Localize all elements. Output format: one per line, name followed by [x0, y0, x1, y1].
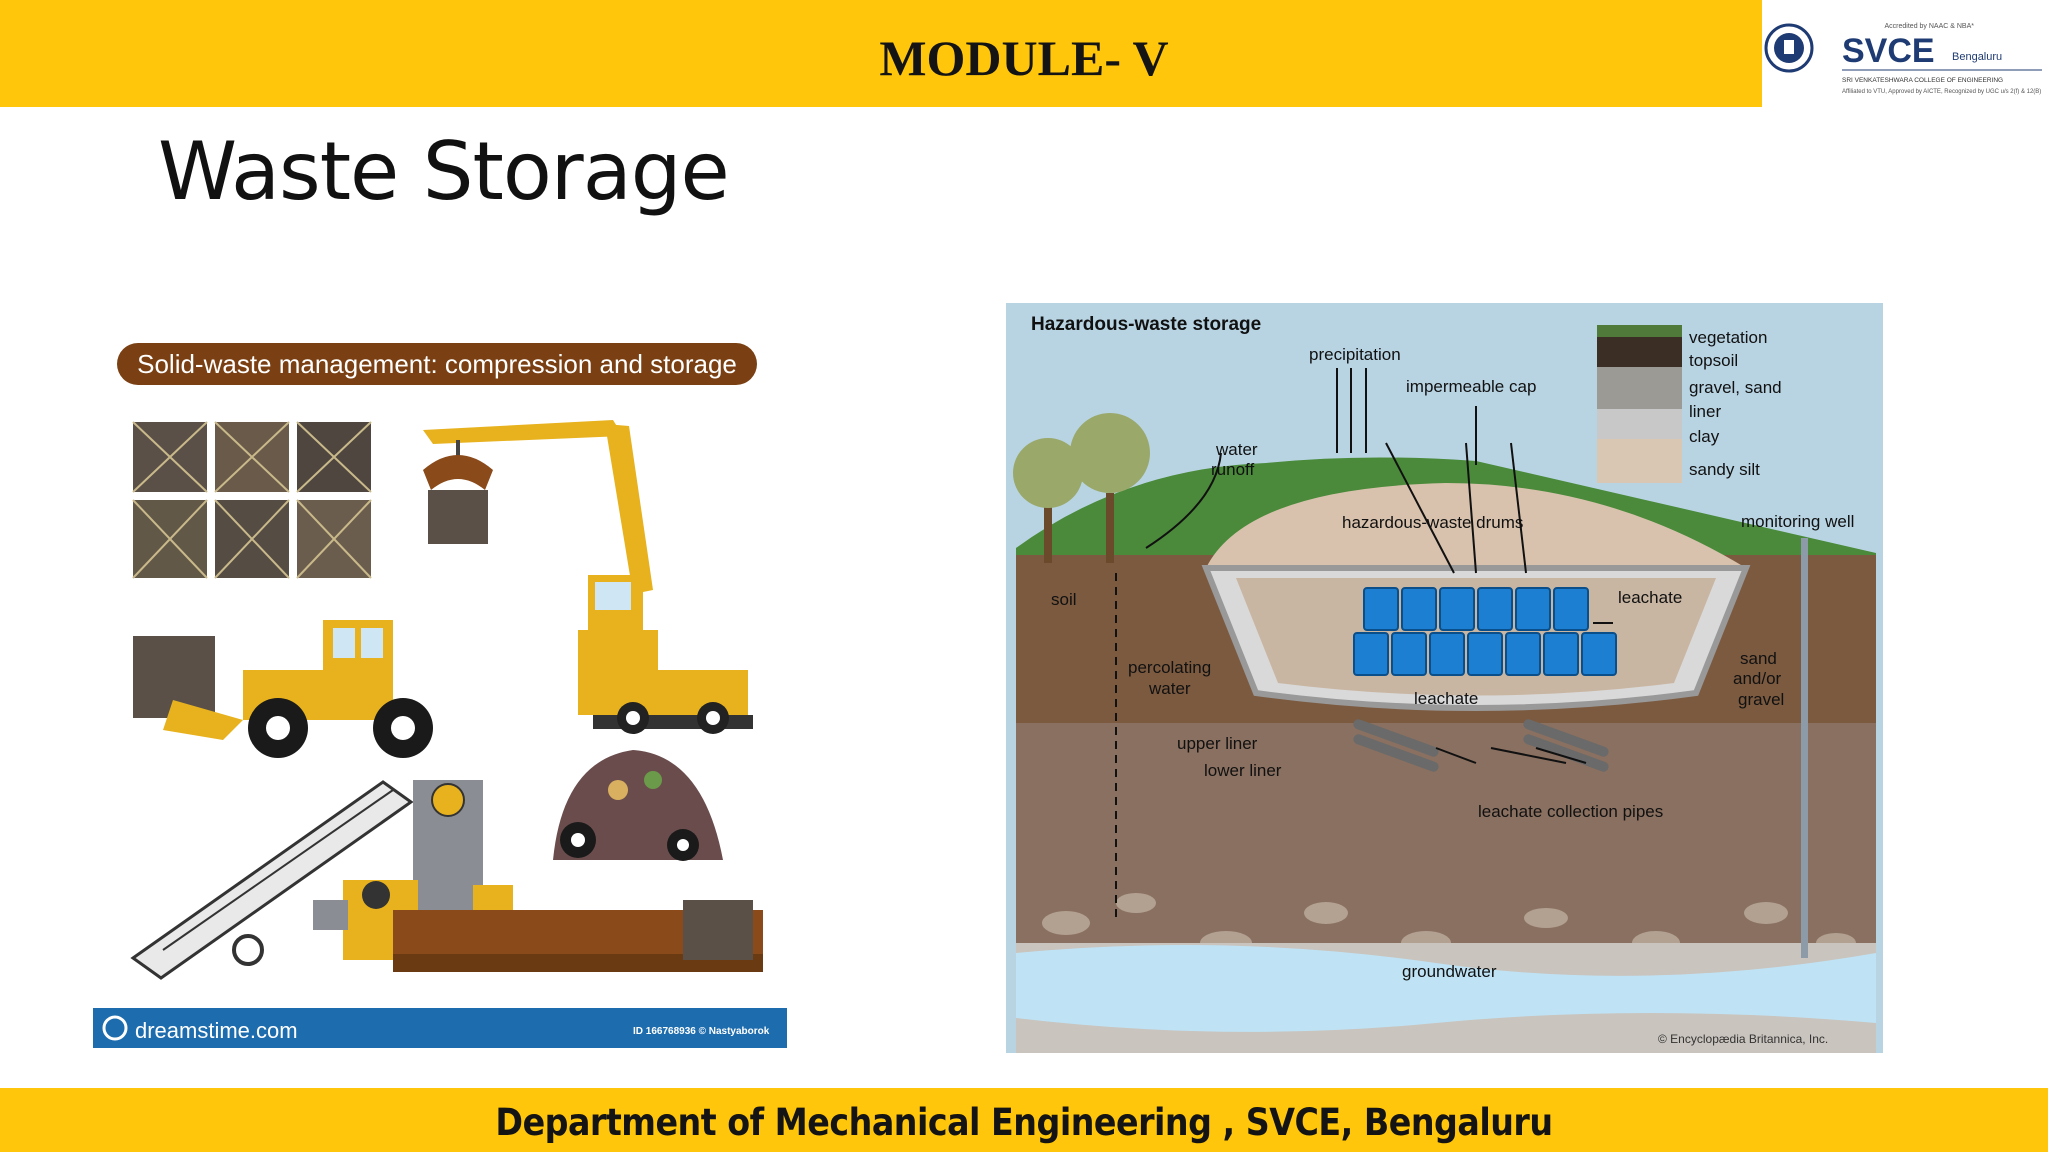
hazardous-waste-storage-diagram: Hazardous-waste storage precipitation im… [1006, 303, 1883, 1053]
college-logo: Accredited by NAAC & NBA* SVCE Bengaluru… [1762, 0, 2048, 107]
compaction-conveyor [130, 780, 763, 980]
label-water-runoff-2: runoff [1211, 460, 1254, 479]
image-id: ID 166768936 © Nastyaborok [633, 1026, 770, 1037]
footer-bar [0, 1088, 2048, 1152]
front-loader [133, 620, 433, 758]
header-bar [0, 0, 1762, 107]
label-sand-2: and/or [1733, 669, 1782, 688]
figure-banner: Solid-waste management: compression and … [137, 349, 737, 379]
label-gravel-sand: gravel, sand [1689, 378, 1782, 397]
label-soil: soil [1051, 590, 1077, 609]
label-lower-liner: lower liner [1204, 761, 1282, 780]
label-hazardous-waste-drums: hazardous-waste drums [1342, 513, 1523, 532]
label-leachate-bottom: leachate [1414, 689, 1478, 708]
label-vegetation: vegetation [1689, 328, 1767, 347]
logo-accreditation: Accredited by NAAC & NBA* [1885, 23, 1975, 30]
waste-heap [553, 750, 723, 861]
label-upper-liner: upper liner [1177, 734, 1258, 753]
trees [1013, 413, 1150, 563]
label-sandy-silt: sandy silt [1689, 460, 1760, 479]
label-monitoring-well: monitoring well [1741, 512, 1854, 531]
footer-text: Department of Mechanical Engineering , S… [495, 1101, 1553, 1144]
waste-bales [132, 421, 372, 579]
diagram-title: Hazardous-waste storage [1031, 314, 1261, 335]
label-sand-3: gravel [1738, 690, 1784, 709]
label-leachate-top: leachate [1618, 588, 1682, 607]
label-percolating-2: water [1148, 679, 1191, 698]
label-groundwater: groundwater [1402, 962, 1497, 981]
label-clay: clay [1689, 427, 1720, 446]
label-water-runoff-1: water [1215, 440, 1258, 459]
logo-brand: SVCE [1842, 32, 1935, 70]
label-percolating-1: percolating [1128, 658, 1211, 677]
logo-city: Bengaluru [1952, 51, 2002, 63]
dreamstime-logo: dreamstime.com [135, 1018, 298, 1043]
label-sand-1: sand [1740, 649, 1777, 668]
label-copyright: © Encyclopædia Britannica, Inc. [1658, 1032, 1828, 1046]
label-precipitation: precipitation [1309, 345, 1401, 364]
cap-profile-column [1597, 325, 1682, 483]
grabber-crane [423, 420, 753, 734]
label-topsoil: topsoil [1689, 351, 1738, 370]
compression-storage-figure: Solid-waste management: compression and … [93, 340, 787, 1048]
label-liner: liner [1689, 402, 1721, 421]
label-collection-pipes: leachate collection pipes [1478, 802, 1663, 821]
module-title: MODULE- V [879, 30, 1169, 86]
logo-affiliation: Affiliated to VTU, Approved by AICTE, Re… [1842, 89, 2041, 95]
label-impermeable-cap: impermeable cap [1406, 377, 1536, 396]
slide-title: Waste Storage [158, 125, 730, 218]
logo-college: SRI VENKATESHWARA COLLEGE OF ENGINEERING [1842, 77, 2003, 84]
waste-drums [1353, 587, 1617, 676]
monitoring-well [1801, 538, 1808, 958]
